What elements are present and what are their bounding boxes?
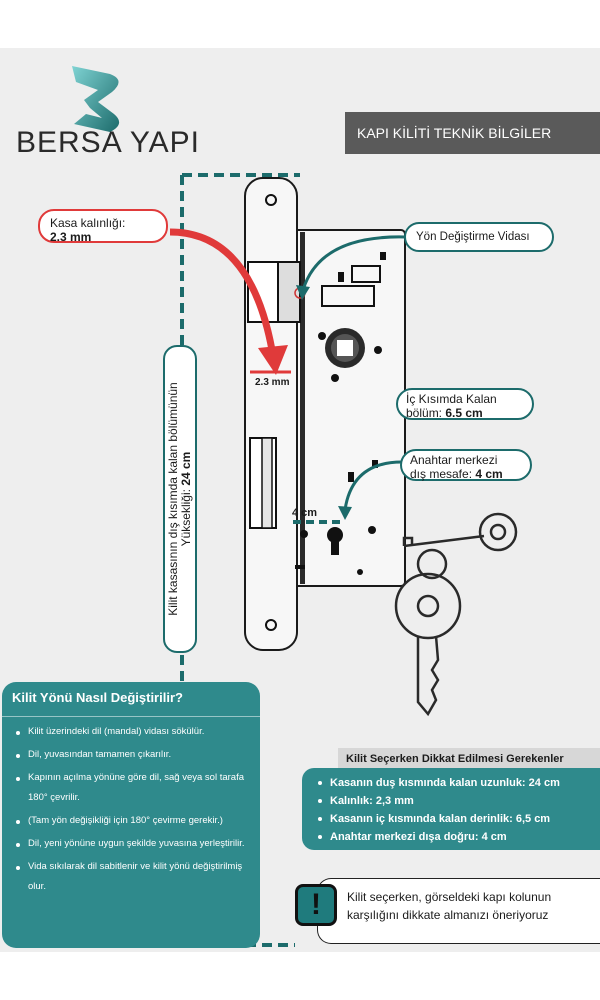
list-item: Anahtar merkezi dışa doğru: 4 cm	[318, 828, 592, 846]
list-item: Kapının açılma yönüne göre dil, sağ veya…	[16, 768, 248, 808]
key-center-prefix: dış mesafe:	[410, 467, 476, 481]
direction-change-panel: Kilit Yönü Nasıl Değiştirilir? Kilit üze…	[2, 682, 260, 948]
list-item: Kilit üzerindeki dil (mandal) vidası sök…	[16, 722, 248, 742]
thickness-dimension: 2.3 mm	[255, 377, 290, 388]
inner-depth-callout: İç Kısımda Kalan bölüm: 6.5 cm	[396, 388, 534, 420]
lock-body	[244, 177, 406, 651]
inner-depth-value: 6.5 cm	[445, 406, 483, 420]
bersa-logo-icon	[72, 66, 120, 132]
key-arrow	[343, 460, 403, 511]
case-thickness-callout: Kasa kalınlığı: 2.3 mm	[38, 209, 168, 244]
page-title: KAPI KİLİTİ TEKNİK BİLGİLER	[345, 112, 600, 154]
keys-illustration	[394, 512, 518, 717]
inner-depth-prefix: bölüm:	[406, 406, 446, 420]
height-label: Kilit kasasının dış kısımda kalan bölümü…	[166, 382, 193, 616]
specs-title: Kilit Seçerken Dikkat Edilmesi Gerekenle…	[338, 748, 600, 770]
direction-steps-list: Kilit üzerindeki dil (mandal) vidası sök…	[2, 722, 260, 900]
key-offset-dimension: 4 cm	[292, 507, 318, 519]
inner-depth-label: İç Kısımda Kalan	[406, 392, 497, 406]
specs-panel: Kasanın duş kısmında kalan uzunluk: 24 c…	[302, 768, 600, 850]
divider	[2, 716, 260, 717]
exclamation-icon: !	[295, 884, 337, 926]
warning-text: Kilit seçerken, görseldeki kapı kolunun …	[347, 890, 552, 922]
key-center-value: 4 cm	[475, 467, 503, 481]
list-item: Kasanın duş kısmında kalan uzunluk: 24 c…	[318, 774, 592, 792]
plate-edge	[300, 232, 305, 584]
list-item: Dil, yuvasından tamamen çıkarılır.	[16, 745, 248, 765]
warning-box	[317, 878, 600, 944]
height-value: 24 cm	[179, 451, 193, 486]
list-item: Kalınlık: 2,3 mm	[318, 792, 592, 810]
red-arrow	[169, 228, 276, 351]
direction-panel-title: Kilit Yönü Nasıl Değiştirilir?	[12, 690, 183, 705]
height-callout: Kilit kasasının dış kısımda kalan bölümü…	[163, 345, 197, 653]
direction-screw-callout: Yön Değiştirme Vidası	[404, 222, 554, 252]
brand-name: BERSA YAPI	[16, 126, 200, 159]
list-item: (Tam yön değişikliği için 180° çevirme g…	[16, 811, 248, 831]
list-item: Vida sıkılarak dil sabitlenir ve kilit y…	[16, 857, 248, 897]
direction-screw-label: Yön Değiştirme Vidası	[416, 231, 530, 243]
key-center-label: Anahtar merkezi	[410, 453, 498, 467]
key-center-callout: Anahtar merkezi dış mesafe: 4 cm	[400, 449, 532, 481]
case-thickness-label: Kasa kalınlığı:	[50, 216, 126, 230]
specs-list: Kasanın duş kısmında kalan uzunluk: 24 c…	[302, 768, 600, 846]
list-item: Dil, yeni yönüne uygun şekilde yuvasına …	[16, 834, 248, 854]
screw-arrow	[301, 235, 406, 291]
keyhole	[327, 527, 343, 555]
case-thickness-value: 2.3 mm	[50, 230, 92, 244]
list-item: Kasanın iç kısmında kalan derinlik: 6,5 …	[318, 810, 592, 828]
